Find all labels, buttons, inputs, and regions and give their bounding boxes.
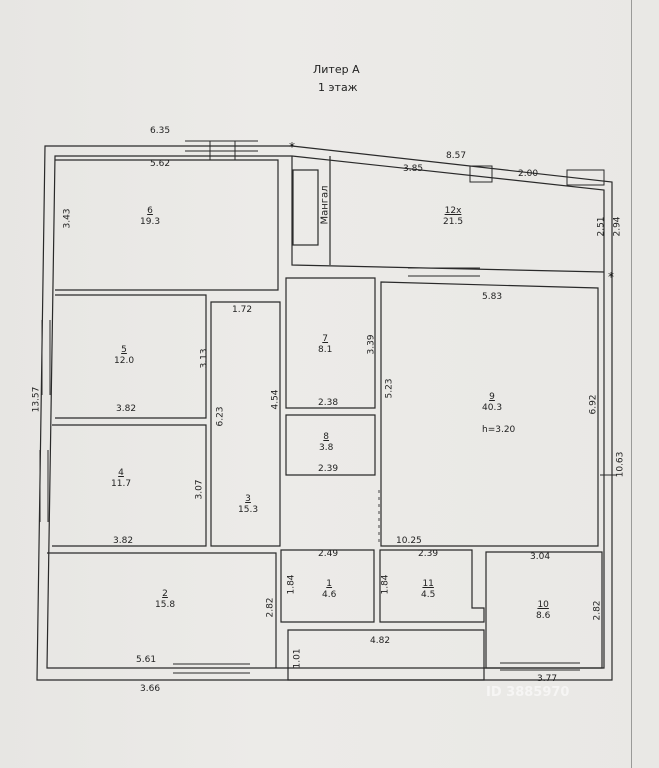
dim-3-43: 3.43	[62, 208, 73, 229]
dim-3-13: 3.13	[199, 348, 210, 369]
room-9-height: h=3.20	[482, 425, 516, 435]
window-right	[600, 420, 616, 532]
room-7-outline	[285, 277, 376, 409]
dim-6-23: 6.23	[215, 406, 226, 427]
room-1-outline	[280, 549, 375, 623]
title-liter: Литер А	[313, 63, 360, 76]
dim-3-82-b: 3.82	[113, 536, 134, 546]
terrace-wall	[291, 156, 605, 273]
dim-3-77: 3.77	[537, 674, 558, 684]
dim-3-82-a: 3.82	[116, 404, 137, 414]
room-6-outline	[55, 159, 279, 291]
dim-4-82: 4.82	[370, 636, 391, 646]
room-4-outline	[52, 424, 207, 547]
room-3-outline	[210, 301, 281, 547]
dim-3-85: 3.85	[403, 164, 424, 174]
dim-1-84-b: 1.84	[380, 574, 391, 595]
dim-6-92: 6.92	[588, 394, 599, 415]
dim-6-35: 6.35	[150, 126, 171, 136]
watermark-id: ID 3885970	[486, 685, 570, 700]
dim-5-61: 5.61	[136, 655, 157, 665]
room-10-outline	[485, 551, 603, 669]
dim-10-63: 10.63	[615, 451, 626, 478]
window-terrace	[408, 267, 480, 277]
dim-2-39-b: 2.39	[418, 549, 439, 559]
porch-outline	[287, 629, 485, 681]
dim-3-04: 3.04	[530, 552, 551, 562]
dim-2-82-b: 2.82	[592, 600, 603, 621]
mangal-label: Мангал	[319, 185, 331, 225]
window-top	[185, 140, 258, 160]
dim-2-39-a: 2.39	[318, 464, 339, 474]
dim-2-38: 2.38	[318, 398, 339, 408]
window-left-2	[39, 450, 49, 522]
title-floor: 1 этаж	[318, 81, 358, 94]
mangal	[292, 169, 319, 246]
room-9-outline	[380, 281, 599, 547]
dim-1-72: 1.72	[232, 305, 253, 315]
dim-1-84-a: 1.84	[286, 574, 297, 595]
room-5-outline	[55, 294, 207, 419]
dim-3-07: 3.07	[194, 479, 205, 500]
dim-8-57: 8.57	[446, 151, 467, 161]
dim-5-23: 5.23	[384, 378, 395, 399]
dim-2-82-a: 2.82	[265, 597, 276, 618]
dim-5-83: 5.83	[482, 292, 503, 302]
dim-1-01: 1.01	[292, 648, 303, 669]
dim-4-54: 4.54	[270, 389, 281, 410]
room-8-outline	[285, 414, 376, 476]
dim-2-00: 2.00	[518, 169, 539, 179]
dim-10-25: 10.25	[396, 536, 422, 546]
marker-star-1: *	[289, 140, 295, 154]
dim-2-49: 2.49	[318, 549, 339, 559]
vent-2	[566, 169, 605, 186]
dim-5-62: 5.62	[150, 159, 171, 169]
marker-star-2: *	[608, 270, 614, 284]
dim-3-39: 3.39	[366, 334, 377, 355]
vent-1	[469, 165, 493, 183]
room-2-outline	[47, 552, 277, 668]
dim-2-94: 2.94	[612, 216, 623, 237]
dim-2-51: 2.51	[596, 216, 607, 237]
dim-3-66: 3.66	[140, 684, 161, 694]
sheet-border-line	[631, 0, 632, 768]
window-bottom	[173, 663, 250, 674]
room-11-outline	[379, 549, 485, 623]
door-porch	[500, 662, 580, 671]
dim-13-57: 13.57	[31, 386, 42, 413]
window-left-1	[41, 320, 51, 395]
